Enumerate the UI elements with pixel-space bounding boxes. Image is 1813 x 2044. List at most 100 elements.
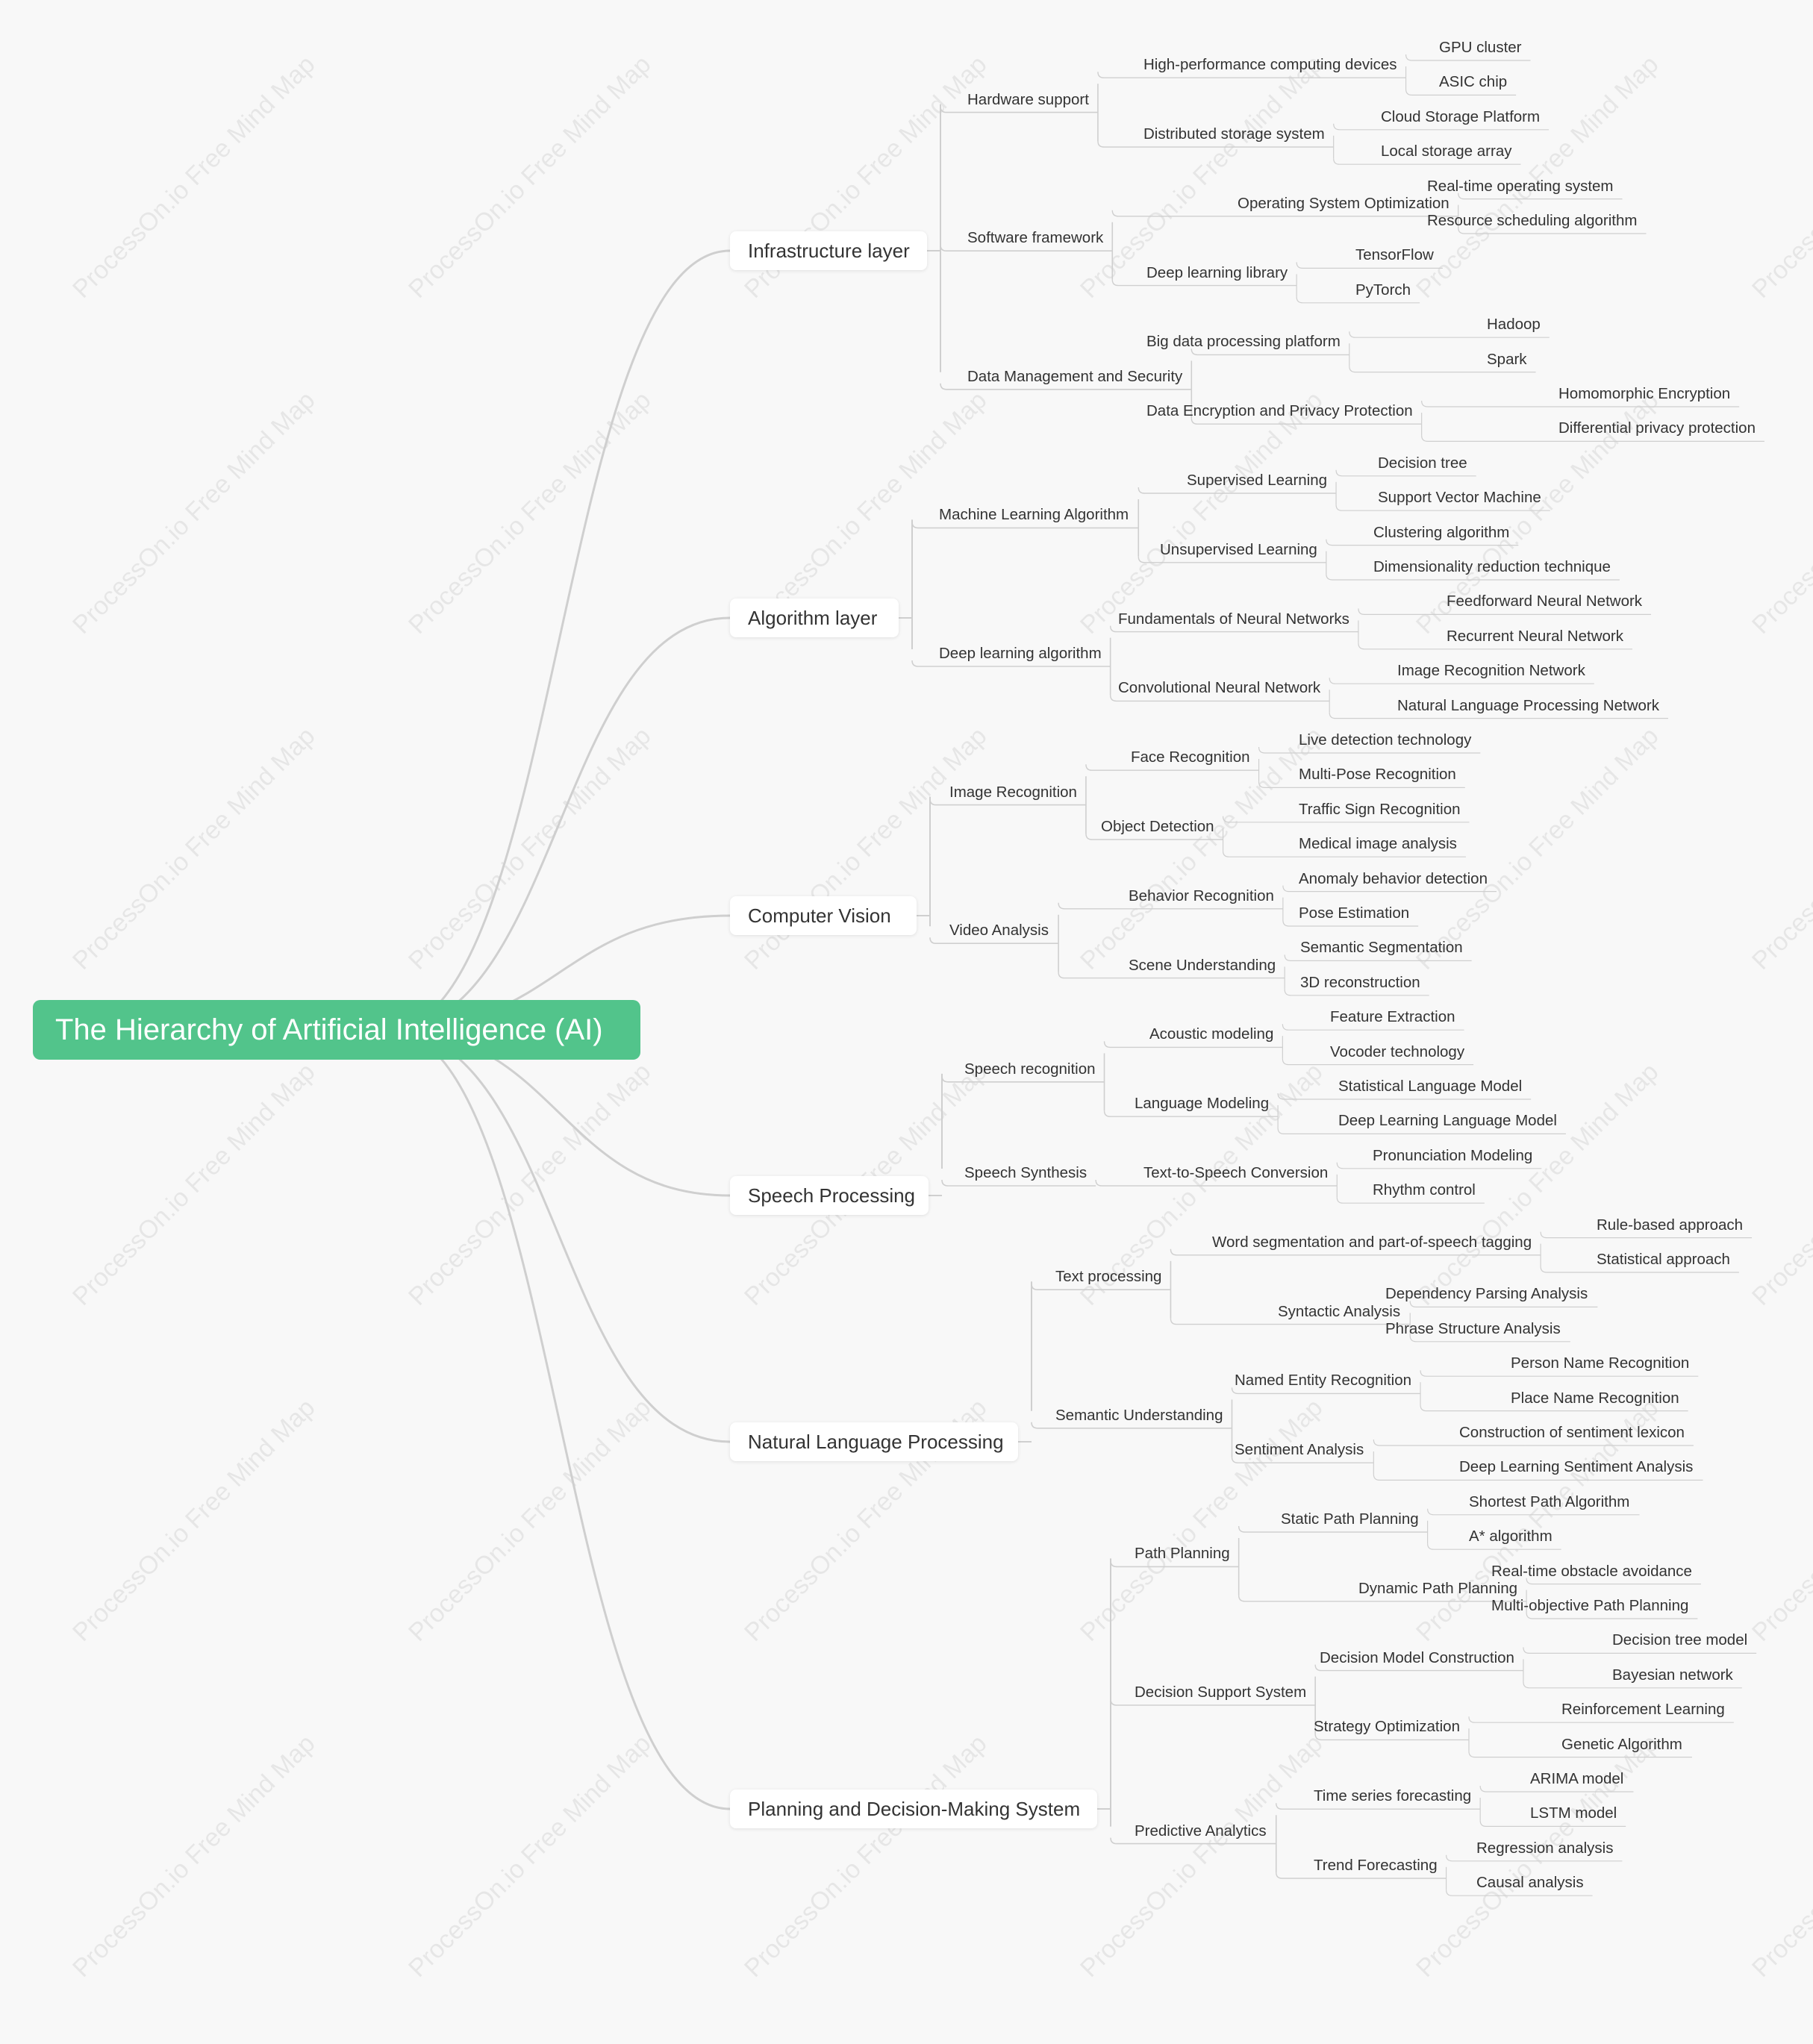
- branch-node-deep-learning-algorithm[interactable]: Deep learning algorithm: [939, 645, 1102, 662]
- leaf-node-dimensionality-reduction-technique[interactable]: Dimensionality reduction technique: [1373, 558, 1611, 575]
- topic-node-unsupervised-learning[interactable]: Unsupervised Learning: [1160, 540, 1317, 558]
- branch-node-speech-synthesis[interactable]: Speech Synthesis: [964, 1164, 1088, 1181]
- leaf-node-spark[interactable]: Spark: [1487, 350, 1527, 368]
- category-node-speech-processing[interactable]: Speech Processing: [730, 1176, 929, 1215]
- branch-node-image-recognition[interactable]: Image Recognition: [949, 783, 1077, 801]
- leaf-node-hadoop[interactable]: Hadoop: [1487, 316, 1541, 334]
- category-node-algorithm-layer[interactable]: Algorithm layer: [730, 598, 899, 637]
- topic-node-operating-system-optimization[interactable]: Operating System Optimization: [1238, 194, 1450, 212]
- leaf-node-clustering-algorithm[interactable]: Clustering algorithm: [1373, 523, 1510, 541]
- leaf-node-pose-estimation[interactable]: Pose Estimation: [1299, 904, 1410, 922]
- leaf-node-lstm-model[interactable]: LSTM model: [1530, 1804, 1617, 1822]
- topic-node-face-recognition[interactable]: Face Recognition: [1131, 748, 1250, 766]
- leaf-node-place-name-recognition[interactable]: Place Name Recognition: [1511, 1389, 1679, 1407]
- topic-node-text-to-speech-conversion[interactable]: Text-to-Speech Conversion: [1143, 1164, 1329, 1181]
- leaf-node-traffic-sign-recognition[interactable]: Traffic Sign Recognition: [1299, 800, 1461, 818]
- topic-node-sentiment-analysis[interactable]: Sentiment Analysis: [1235, 1441, 1364, 1459]
- leaf-node-tensorflow[interactable]: TensorFlow: [1355, 246, 1434, 264]
- leaf-node-resource-scheduling-algorithm[interactable]: Resource scheduling algorithm: [1427, 212, 1638, 229]
- topic-node-data-encryption-and-privacy-protection[interactable]: Data Encryption and Privacy Protection: [1146, 402, 1413, 420]
- topic-node-deep-learning-library[interactable]: Deep learning library: [1146, 263, 1288, 281]
- leaf-node-medical-image-analysis[interactable]: Medical image analysis: [1299, 835, 1457, 853]
- leaf-node-decision-tree-model[interactable]: Decision tree model: [1612, 1631, 1748, 1649]
- topic-node-distributed-storage-system[interactable]: Distributed storage system: [1143, 125, 1325, 143]
- leaf-node-3d-reconstruction[interactable]: 3D reconstruction: [1300, 973, 1420, 991]
- category-node-computer-vision[interactable]: Computer Vision: [730, 896, 917, 935]
- leaf-node-homomorphic-encryption[interactable]: Homomorphic Encryption: [1558, 385, 1731, 402]
- leaf-node-asic-chip[interactable]: ASIC chip: [1439, 73, 1508, 91]
- leaf-node-vocoder-technology[interactable]: Vocoder technology: [1330, 1043, 1465, 1060]
- leaf-node-feature-extraction[interactable]: Feature Extraction: [1330, 1008, 1455, 1026]
- leaf-node-feedforward-neural-network[interactable]: Feedforward Neural Network: [1447, 593, 1643, 610]
- leaf-node-pytorch[interactable]: PyTorch: [1355, 281, 1411, 299]
- category-node-planning-and-decision-making-system[interactable]: Planning and Decision-Making System: [730, 1790, 1097, 1828]
- leaf-node-dependency-parsing-analysis[interactable]: Dependency Parsing Analysis: [1385, 1285, 1588, 1303]
- branch-node-semantic-understanding[interactable]: Semantic Understanding: [1055, 1406, 1223, 1424]
- leaf-node-genetic-algorithm[interactable]: Genetic Algorithm: [1561, 1735, 1682, 1753]
- branch-node-hardware-support[interactable]: Hardware support: [967, 90, 1089, 108]
- leaf-node-bayesian-network[interactable]: Bayesian network: [1612, 1666, 1733, 1684]
- leaf-node-causal-analysis[interactable]: Causal analysis: [1476, 1874, 1584, 1892]
- leaf-node-decision-tree[interactable]: Decision tree: [1378, 454, 1467, 472]
- topic-node-decision-model-construction[interactable]: Decision Model Construction: [1320, 1648, 1514, 1666]
- topic-node-high-performance-computing-devices[interactable]: High-performance computing devices: [1143, 56, 1397, 74]
- leaf-node-local-storage-array[interactable]: Local storage array: [1381, 143, 1512, 160]
- leaf-node-pronunciation-modeling[interactable]: Pronunciation Modeling: [1373, 1146, 1533, 1164]
- topic-node-syntactic-analysis[interactable]: Syntactic Analysis: [1278, 1302, 1401, 1320]
- leaf-node-rule-based-approach[interactable]: Rule-based approach: [1597, 1216, 1744, 1234]
- branch-node-speech-recognition[interactable]: Speech recognition: [964, 1060, 1096, 1078]
- branch-node-data-management-and-security[interactable]: Data Management and Security: [967, 367, 1183, 385]
- leaf-node-reinforcement-learning[interactable]: Reinforcement Learning: [1561, 1701, 1725, 1719]
- leaf-node-support-vector-machine[interactable]: Support Vector Machine: [1378, 489, 1541, 507]
- branch-node-predictive-analytics[interactable]: Predictive Analytics: [1135, 1822, 1267, 1840]
- leaf-node-recurrent-neural-network[interactable]: Recurrent Neural Network: [1447, 627, 1623, 645]
- leaf-node-live-detection-technology[interactable]: Live detection technology: [1299, 731, 1472, 748]
- leaf-node-differential-privacy-protection[interactable]: Differential privacy protection: [1558, 419, 1756, 437]
- topic-node-acoustic-modeling[interactable]: Acoustic modeling: [1149, 1025, 1274, 1043]
- branch-node-path-planning[interactable]: Path Planning: [1135, 1545, 1230, 1563]
- leaf-node-regression-analysis[interactable]: Regression analysis: [1476, 1839, 1614, 1857]
- leaf-node-shortest-path-algorithm[interactable]: Shortest Path Algorithm: [1469, 1493, 1630, 1510]
- leaf-node-multi-objective-path-planning[interactable]: Multi-objective Path Planning: [1491, 1597, 1689, 1614]
- leaf-node-a-algorithm[interactable]: A* algorithm: [1469, 1528, 1553, 1545]
- leaf-node-statistical-approach[interactable]: Statistical approach: [1597, 1251, 1730, 1268]
- leaf-node-multi-pose-recognition[interactable]: Multi-Pose Recognition: [1299, 766, 1456, 784]
- topic-node-language-modeling[interactable]: Language Modeling: [1135, 1095, 1270, 1113]
- topic-node-scene-understanding[interactable]: Scene Understanding: [1129, 956, 1276, 974]
- topic-node-trend-forecasting[interactable]: Trend Forecasting: [1314, 1857, 1438, 1874]
- topic-node-word-segmentation-and-part-of-speech-tagging[interactable]: Word segmentation and part-of-speech tag…: [1212, 1233, 1532, 1251]
- leaf-node-gpu-cluster[interactable]: GPU cluster: [1439, 39, 1522, 56]
- leaf-node-image-recognition-network[interactable]: Image Recognition Network: [1397, 662, 1585, 680]
- topic-node-big-data-processing-platform[interactable]: Big data processing platform: [1146, 333, 1341, 351]
- topic-node-static-path-planning[interactable]: Static Path Planning: [1281, 1510, 1419, 1528]
- topic-node-named-entity-recognition[interactable]: Named Entity Recognition: [1235, 1372, 1412, 1390]
- topic-node-time-series-forecasting[interactable]: Time series forecasting: [1314, 1787, 1472, 1805]
- leaf-node-semantic-segmentation[interactable]: Semantic Segmentation: [1300, 939, 1463, 957]
- topic-node-dynamic-path-planning[interactable]: Dynamic Path Planning: [1358, 1579, 1518, 1597]
- leaf-node-construction-of-sentiment-lexicon[interactable]: Construction of sentiment lexicon: [1459, 1424, 1685, 1441]
- topic-node-object-detection[interactable]: Object Detection: [1101, 818, 1214, 835]
- branch-node-text-processing[interactable]: Text processing: [1055, 1268, 1162, 1286]
- branch-node-video-analysis[interactable]: Video Analysis: [949, 922, 1049, 940]
- leaf-node-real-time-operating-system[interactable]: Real-time operating system: [1427, 177, 1614, 195]
- category-node-infrastructure-layer[interactable]: Infrastructure layer: [730, 231, 927, 270]
- leaf-node-phrase-structure-analysis[interactable]: Phrase Structure Analysis: [1385, 1319, 1561, 1337]
- topic-node-strategy-optimization[interactable]: Strategy Optimization: [1314, 1718, 1460, 1736]
- topic-node-behavior-recognition[interactable]: Behavior Recognition: [1129, 887, 1274, 904]
- topic-node-convolutional-neural-network[interactable]: Convolutional Neural Network: [1118, 679, 1321, 697]
- leaf-node-arima-model[interactable]: ARIMA model: [1530, 1770, 1624, 1787]
- leaf-node-natural-language-processing-network[interactable]: Natural Language Processing Network: [1397, 696, 1659, 714]
- branch-node-decision-support-system[interactable]: Decision Support System: [1135, 1684, 1307, 1701]
- root-node[interactable]: The Hierarchy of Artificial Intelligence…: [33, 1000, 640, 1060]
- leaf-node-person-name-recognition[interactable]: Person Name Recognition: [1511, 1354, 1690, 1372]
- leaf-node-real-time-obstacle-avoidance[interactable]: Real-time obstacle avoidance: [1491, 1562, 1692, 1580]
- category-node-natural-language-processing[interactable]: Natural Language Processing: [730, 1422, 1018, 1461]
- branch-node-software-framework[interactable]: Software framework: [967, 229, 1104, 247]
- leaf-node-anomaly-behavior-detection[interactable]: Anomaly behavior detection: [1299, 869, 1488, 887]
- leaf-node-cloud-storage-platform[interactable]: Cloud Storage Platform: [1381, 107, 1541, 125]
- topic-node-fundamentals-of-neural-networks[interactable]: Fundamentals of Neural Networks: [1118, 610, 1349, 628]
- leaf-node-rhythm-control[interactable]: Rhythm control: [1373, 1181, 1476, 1199]
- topic-node-supervised-learning[interactable]: Supervised Learning: [1187, 472, 1328, 489]
- leaf-node-statistical-language-model[interactable]: Statistical Language Model: [1338, 1078, 1523, 1095]
- leaf-node-deep-learning-language-model[interactable]: Deep Learning Language Model: [1338, 1112, 1557, 1130]
